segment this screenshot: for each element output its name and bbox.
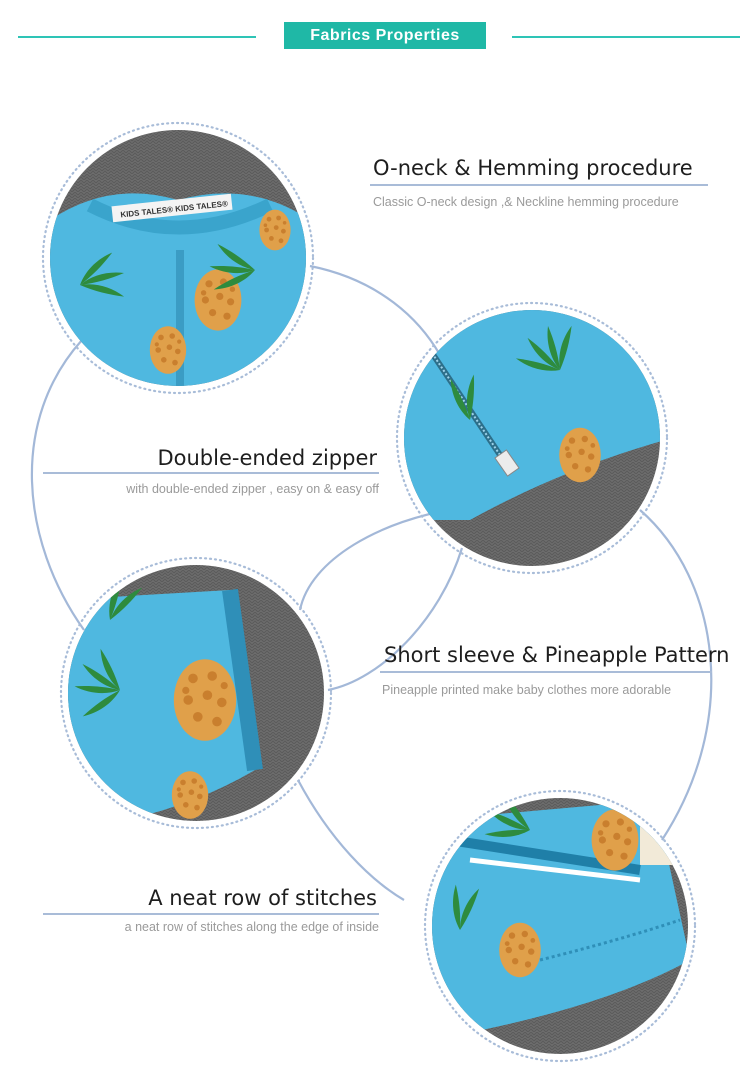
connector-lines: [30, 264, 713, 901]
feature-rule-zipper: [43, 472, 379, 474]
feature-title-stitches: A neat row of stitches: [148, 886, 377, 910]
feature-subtitle-stitches: a neat row of stitches along the edge of…: [124, 920, 379, 934]
sleeve-pineapple-photo: [68, 565, 324, 821]
feature-subtitle-o-neck: Classic O-neck design ,& Neckline hemmin…: [373, 195, 679, 209]
zipper-closeup-photo: [404, 310, 660, 566]
feature-subtitle-sleeve: Pineapple printed make baby clothes more…: [382, 683, 672, 697]
stitches-closeup-photo: [432, 798, 688, 1054]
feature-subtitle-zipper: with double-ended zipper , easy on & eas…: [126, 482, 379, 496]
o-neck-collar-photo: KIDS TALES® KIDS TALES®: [50, 130, 306, 386]
header-line-left: [18, 36, 256, 38]
header-line-right: [512, 36, 740, 38]
feature-title-zipper: Double-ended zipper: [157, 446, 377, 470]
section-title: Fabrics Properties: [284, 22, 486, 49]
feature-rule-o-neck: [370, 184, 708, 186]
feature-rule-sleeve: [380, 671, 712, 673]
feature-title-sleeve: Short sleeve & Pineapple Pattern: [384, 643, 730, 667]
feature-title-o-neck: O-neck & Hemming procedure: [373, 156, 693, 180]
feature-rule-stitches: [43, 913, 379, 915]
